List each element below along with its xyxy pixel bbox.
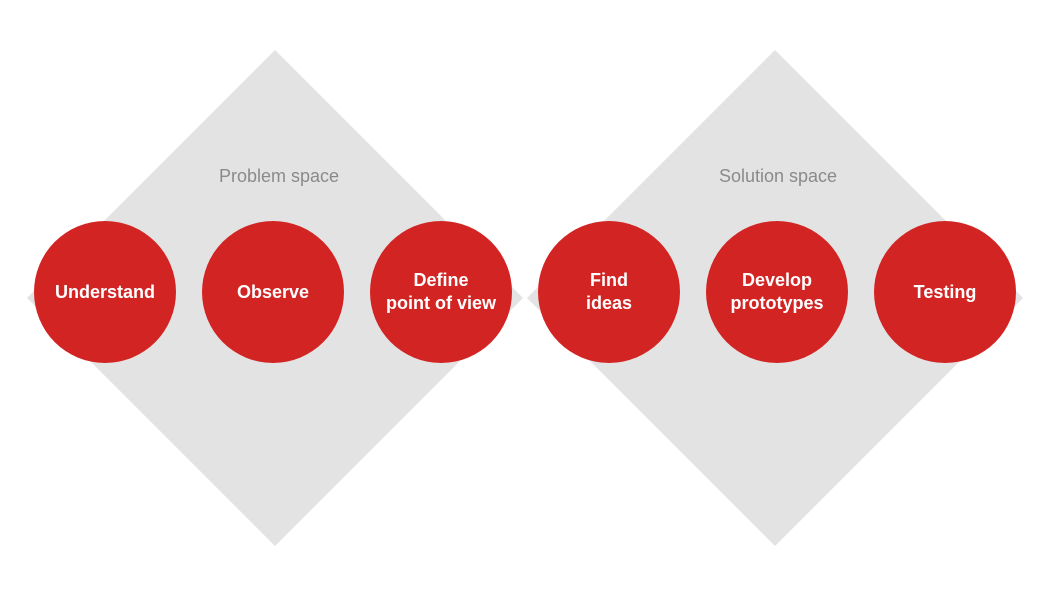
step-develop-prototypes-label: Develop prototypes <box>730 270 824 313</box>
step-find-ideas-label: Find ideas <box>585 270 633 313</box>
step-define-point-of-view-label: Define point of view <box>386 270 496 313</box>
step-testing-label: Testing <box>913 281 977 302</box>
step-define-point-of-view: Define point of view <box>370 221 512 363</box>
problem-space-label: Problem space <box>218 166 340 186</box>
step-understand: Understand <box>34 221 176 363</box>
solution-space-label: Solution space <box>718 166 838 186</box>
step-develop-prototypes: Develop prototypes <box>706 221 848 363</box>
step-understand-label: Understand <box>54 281 155 302</box>
step-find-ideas: Find ideas <box>538 221 680 363</box>
step-observe: Observe <box>202 221 344 363</box>
step-testing: Testing <box>874 221 1016 363</box>
step-observe-label: Observe <box>236 281 310 302</box>
